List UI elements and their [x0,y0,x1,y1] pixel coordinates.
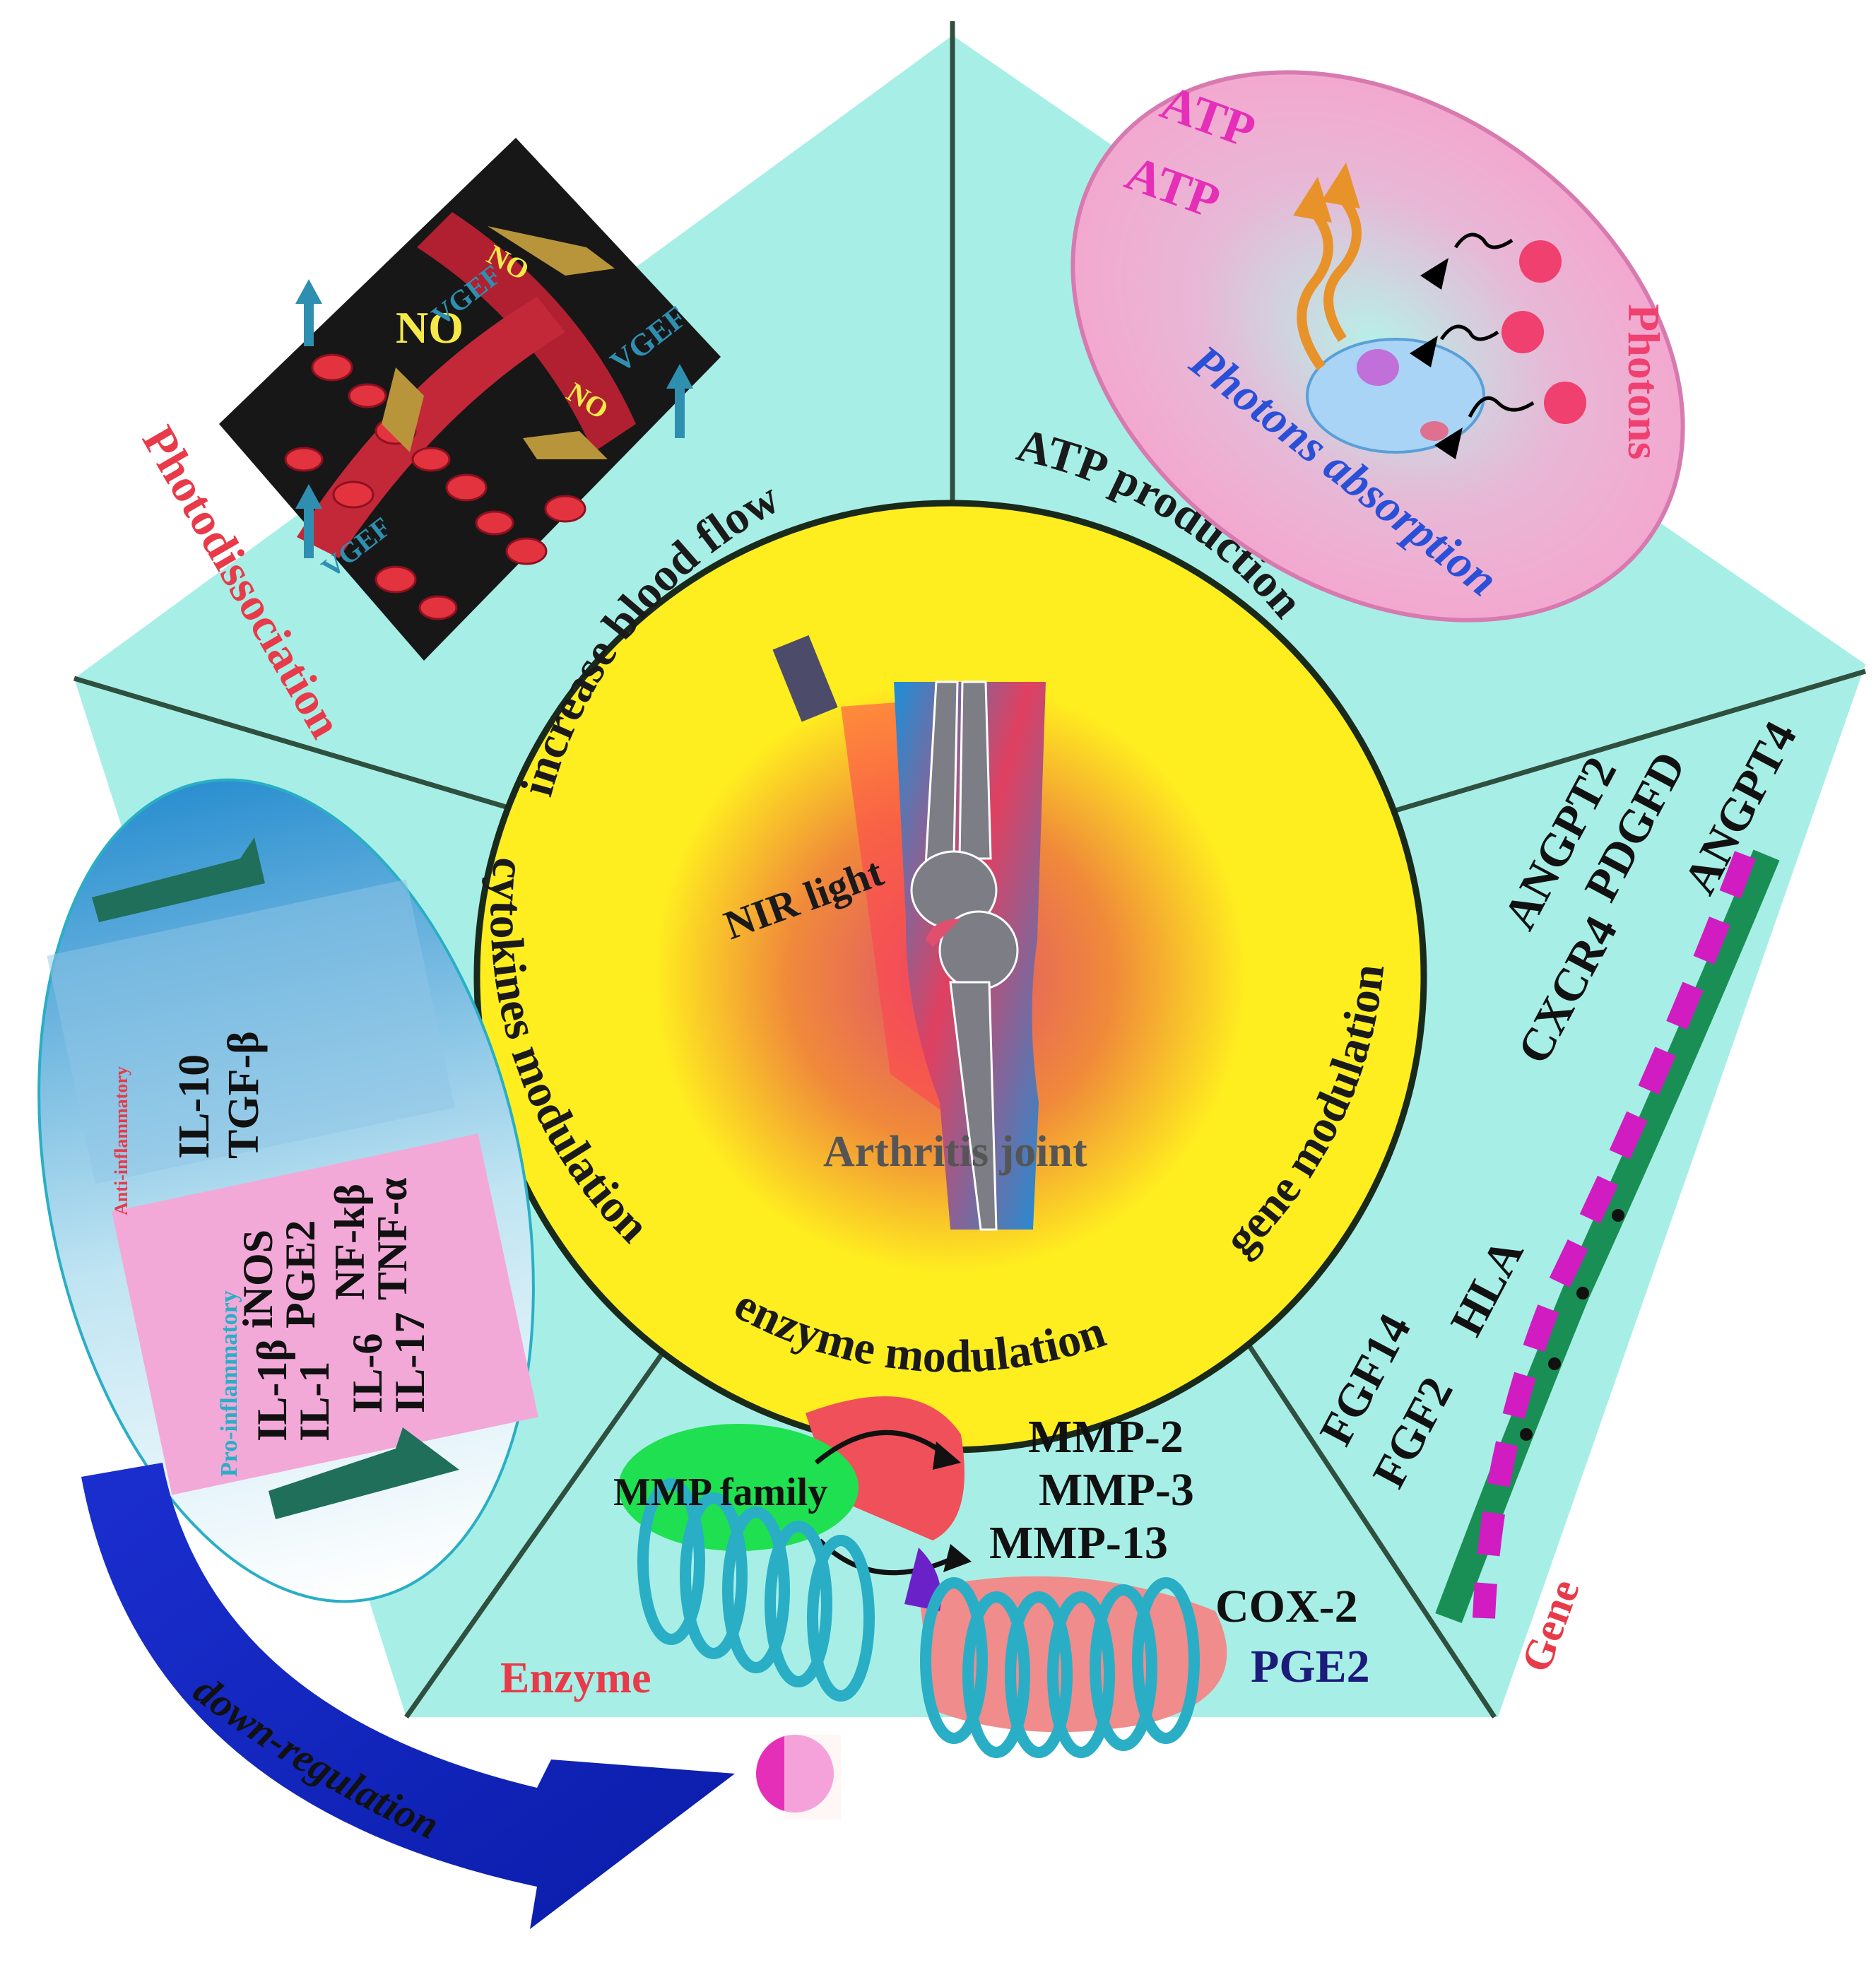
pro-inflammatory-list: IL-1β IL-1 iNOS PGE2 IL-6 IL-17 NF-kβ TN… [235,1178,433,1442]
pro-pge2: PGE2 [277,1220,324,1328]
pro-nf-kb: NF-kβ [326,1184,373,1300]
arthritis-joint-label: Arthritis joint [823,1128,1087,1176]
pro-il-6: IL-6 [344,1333,391,1413]
pro-il-1: IL-1 [291,1362,338,1442]
pge2-label: PGE2 [1251,1641,1370,1692]
mmp-2-label: MMP-2 [1028,1411,1184,1463]
cytokine-panel [37,778,538,1603]
enzyme-label: Enzyme [500,1654,651,1702]
enzyme-protein [618,1396,1227,1820]
atp-panel [1070,70,1685,623]
anti-inflammatory-list: IL-10 TGF-β [170,1031,268,1159]
pro-inflammatory-label: Pro-inflammatory [216,1290,242,1477]
anti-inflammatory-label: Anti-inflammatory [111,1066,131,1215]
il-10-label: IL-10 [170,1054,218,1159]
mmp-13-label: MMP-13 [989,1517,1168,1569]
down-regulation-arrow [81,1463,735,1929]
mmp-3-label: MMP-3 [1039,1464,1194,1516]
pro-tnf-a: TNF-α [369,1178,415,1300]
knee-joint [894,680,1046,1231]
tgf-b-label: TGF-β [220,1031,268,1159]
cox-2-label: COX-2 [1215,1581,1358,1632]
mmp-family-label: MMP family [613,1470,827,1514]
pro-il-17: IL-17 [387,1312,433,1413]
pro-il-1b: IL-1β [249,1339,295,1442]
blood-vessel-panel: NO NO NO VGEF VGEF VGEF [219,138,721,661]
pro-inos: iNOS [235,1230,281,1328]
photons-label: Photons [1619,304,1669,460]
dna-helix [1435,849,1780,1624]
no-label-2: NO [396,302,464,353]
